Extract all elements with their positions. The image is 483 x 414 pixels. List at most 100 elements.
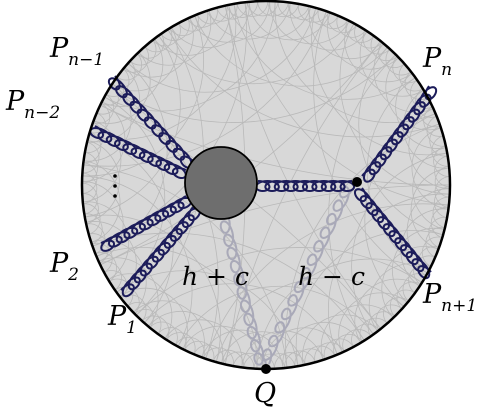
gluon-p-2 [100, 195, 193, 252]
tessellation-arc [82, 203, 101, 235]
tessellation-arc [82, 182, 98, 215]
label-p-n-minus-2: Pn−2 [5, 86, 60, 123]
tessellation-arc [246, 1, 279, 17]
tessellation-arc [103, 270, 128, 299]
tessellation-arc [426, 115, 446, 147]
tessellation-arc [267, 1, 300, 18]
tessellation-arc [244, 2, 449, 206]
tessellation-arc [141, 315, 170, 341]
tessellation-arc [434, 176, 450, 208]
tessellation-arc [92, 94, 115, 124]
gluon-p-n-minus-2 [89, 125, 187, 180]
label-p-1: P1 [107, 301, 137, 338]
tessellation-arc [410, 79, 433, 109]
tessellation-arc [323, 338, 354, 360]
tessellation-arc [433, 186, 450, 219]
tessellation-arc [149, 321, 178, 346]
tessellation-arc [196, 5, 228, 25]
tessellation-arc [83, 164, 288, 368]
tessellation-arc [187, 7, 218, 28]
label-p-n-plus-1: Pn+1 [422, 279, 477, 316]
tessellation-arc [184, 340, 215, 362]
tessellation-arc [342, 329, 372, 352]
tessellation-arc [367, 311, 396, 337]
tessellation-arc [294, 348, 326, 367]
tessellation-arc [114, 286, 140, 315]
tessellation-arc [82, 141, 100, 174]
label-p-2: P2 [49, 248, 79, 285]
gluon-p-n-plus-1 [353, 187, 432, 280]
tessellation-arc [86, 223, 106, 255]
tessellation-arc [129, 39, 157, 66]
tessellation-arc [193, 344, 225, 365]
tessellation-arc [297, 3, 329, 23]
gluon-vertex-to-q [261, 185, 354, 365]
tessellation-arc [134, 308, 162, 335]
vertical-dots-icon [113, 174, 117, 198]
tessellation-arc [224, 40, 382, 365]
tessellation-arc [307, 5, 339, 26]
tessellation-arc [425, 226, 446, 258]
tessellation-arc [345, 19, 375, 43]
tessellation-arc [224, 5, 382, 330]
tessellation-arc [89, 103, 111, 134]
tessellation-arc [389, 289, 416, 317]
three-gluon-vertex [352, 177, 362, 187]
tessellation-arc [160, 18, 190, 41]
tessellation-arc [152, 22, 181, 47]
label-h-plus-c: h + c [182, 262, 249, 291]
tessellation-arc [430, 206, 449, 239]
tessellation-arc [314, 342, 345, 363]
tessellation-arc [370, 35, 398, 62]
tessellation-arc [429, 125, 448, 157]
tessellation-arc [212, 349, 245, 368]
tessellation-arc [222, 351, 255, 369]
gluon-blob-to-vertex [254, 179, 356, 193]
tessellation-arc [385, 48, 412, 76]
tessellation-arc [378, 42, 405, 68]
tessellation-arc [178, 10, 209, 32]
tessellation-arc [362, 29, 391, 55]
tessellation-arc [157, 327, 187, 351]
tessellation-arc [175, 336, 205, 359]
tessellation-arc [392, 55, 418, 84]
tessellation-arc [396, 281, 422, 310]
label-q: Q [254, 378, 276, 409]
tessellation-arc [100, 104, 450, 186]
gluon-p-n [361, 85, 438, 183]
tessellation-arc [423, 106, 444, 137]
tessellation-arc [206, 3, 238, 22]
label-h-minus-c: h − c [298, 262, 365, 291]
tessellation-arc [434, 165, 450, 198]
tessellation-arc [433, 145, 450, 177]
label-p-n: Pn [422, 43, 452, 80]
tessellation-arc [100, 184, 450, 266]
tessellation-arc [127, 302, 154, 328]
tessellation-arc [216, 1, 248, 20]
tessellation-arc [351, 323, 380, 348]
tessellation-arc [287, 2, 320, 21]
tessellation-arc [431, 135, 450, 167]
tessellation-arc [383, 297, 409, 324]
tessellation-arc [236, 1, 269, 17]
tessellation-arc [95, 252, 118, 282]
tessellation-arc [313, 11, 423, 283]
tessellation-arc [327, 11, 357, 34]
label-p-n-minus-1: Pn−1 [49, 33, 104, 70]
tessellation-arc [123, 46, 149, 73]
tessellation-arc [328, 54, 397, 341]
tessellation-arc [359, 317, 388, 342]
tessellation-arc [205, 203, 449, 359]
tessellation-arc [82, 151, 99, 184]
tessellation-arc [99, 261, 122, 291]
faded-gluon-lines [219, 185, 354, 366]
boundary-point-q [261, 364, 271, 374]
tessellation-arc [84, 213, 103, 245]
tessellation-arc [419, 97, 441, 128]
gluon-blob-to-q [219, 218, 267, 366]
gluon-p-1 [120, 206, 201, 298]
tessellation-arc [109, 54, 397, 123]
tessellation-arc [375, 304, 403, 331]
tessellation-arc [83, 131, 102, 164]
